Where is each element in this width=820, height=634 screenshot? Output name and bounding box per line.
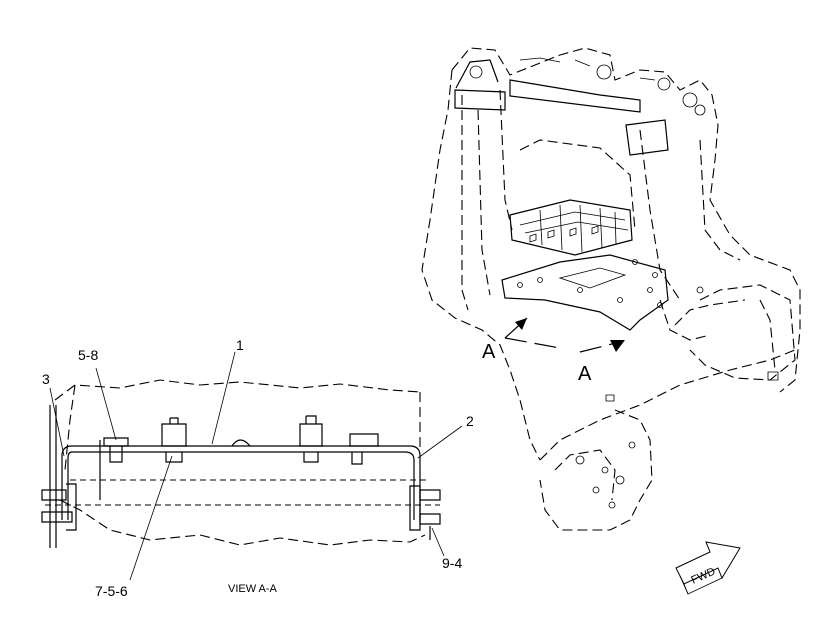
- callout-5-8: 5-8: [78, 347, 98, 363]
- callout-9-4: 9-4: [442, 555, 462, 571]
- section-marker-right: A: [578, 363, 592, 385]
- section-line: [504, 317, 625, 353]
- view-caption: VIEW A-A: [228, 583, 278, 595]
- mounting-plate: [501, 254, 669, 331]
- frame-assembly-illustration: [421, 47, 801, 531]
- callout-1: 1: [236, 337, 244, 353]
- callout-2: 2: [466, 413, 474, 429]
- fwd-arrow-icon: FWD: [675, 541, 741, 595]
- section-marker-left: A: [482, 341, 496, 363]
- callout-3: 3: [42, 371, 50, 387]
- leader-lines: [49, 351, 463, 581]
- valve-bank: [509, 199, 633, 256]
- callout-7-5-6: 7-5-6: [95, 583, 128, 599]
- view-a-a-illustration: [41, 379, 441, 548]
